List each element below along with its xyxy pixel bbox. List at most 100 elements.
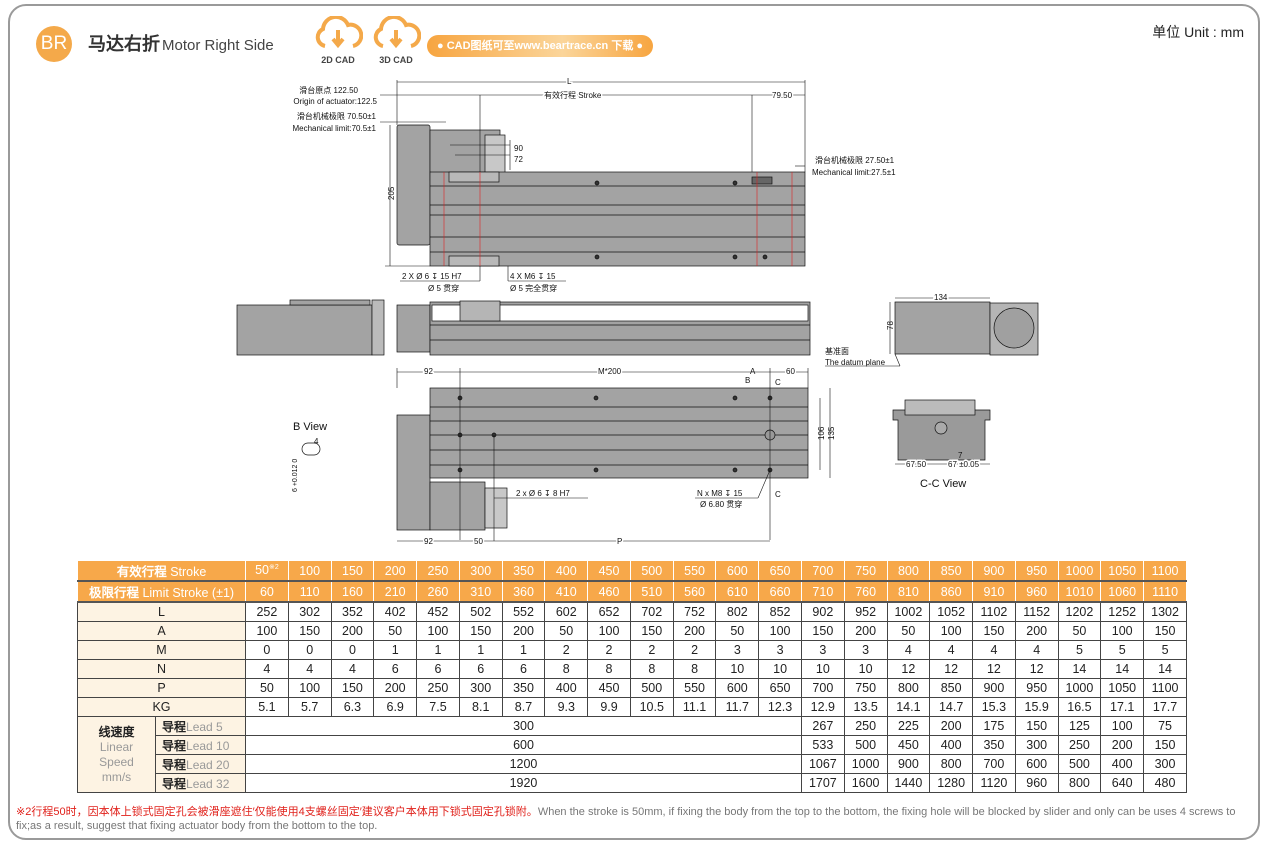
cad-3d-download[interactable]: 3D CAD	[368, 16, 424, 68]
table-cell: 2	[587, 640, 631, 660]
stroke-value: 500	[641, 563, 663, 578]
table-cell: 16.5	[1057, 697, 1102, 717]
mech-right-en: Mechanical limit:27.5±1	[812, 168, 896, 177]
limit-label: 极限行程 Limit Stroke (±1)	[76, 580, 247, 603]
stroke-value: 900	[983, 563, 1005, 578]
speed-cell: 1280	[929, 773, 974, 793]
stroke-value: 750	[855, 563, 877, 578]
stroke-value: 200	[384, 563, 406, 578]
speed-cell: 100	[1100, 716, 1145, 736]
table-cell: 1152	[1014, 601, 1059, 622]
table-cell: 14	[1100, 659, 1145, 679]
dim-79-50: 79.50	[772, 91, 793, 100]
table-cell: 602	[544, 601, 589, 622]
stroke-cell: 1100	[1143, 560, 1187, 582]
dim-P: P	[617, 537, 622, 546]
dim-b4: 4	[314, 437, 319, 446]
table-cell: 13.5	[843, 697, 888, 717]
hole-spec-2b: Ø 5 完全贯穿	[510, 283, 557, 293]
cad-download-link[interactable]: ● CAD图纸可至www.beartrace.cn 下载 ●	[427, 35, 654, 57]
stroke-cell: 250	[416, 560, 460, 582]
stroke-cell: 550	[672, 560, 717, 582]
dim-60: 60	[786, 367, 795, 376]
page-frame	[8, 4, 1260, 840]
dim-stroke: 有效行程 Stroke	[544, 90, 602, 100]
table-cell: 9.3	[544, 697, 589, 717]
limit-value: 810	[897, 584, 919, 599]
table-cell: 250	[416, 678, 460, 698]
limit-value: 310	[470, 584, 492, 599]
cad-2d-label: 2D CAD	[321, 55, 355, 65]
row-label: KG	[76, 697, 247, 717]
speed-cell: 800	[1057, 773, 1102, 793]
limit-value: 760	[855, 584, 877, 599]
speed-label-en: Linear Speed mm/s	[99, 739, 134, 784]
dim-B: B	[745, 376, 750, 385]
speed-cell: 150	[1014, 716, 1059, 736]
table-cell: 652	[587, 601, 631, 622]
stroke-value: 450	[598, 563, 620, 578]
stroke-cell: 1050	[1100, 560, 1145, 582]
table-cell: 1102	[972, 601, 1016, 622]
table-cell: 3	[758, 640, 802, 660]
cad-3d-label: 3D CAD	[379, 55, 413, 65]
speed-cell: 400	[1100, 754, 1145, 774]
stroke-value: 550	[684, 563, 705, 578]
dim-L: L	[567, 77, 572, 86]
row-label: N	[76, 659, 247, 679]
table-cell: 1302	[1143, 601, 1187, 622]
table-cell: 100	[758, 621, 802, 641]
table-cell: 17.7	[1143, 697, 1187, 717]
limit-cell: 560	[672, 580, 717, 603]
table-cell: 50	[544, 621, 589, 641]
speed-cell: 250	[843, 716, 888, 736]
table-cell: 15.3	[972, 697, 1016, 717]
stroke-note-mark: ※2	[268, 564, 279, 572]
lead-en: Lead 5	[186, 719, 223, 734]
b-view-label: B View	[293, 421, 327, 433]
limit-cell: 660	[758, 580, 802, 603]
stroke-value: 250	[427, 563, 449, 578]
speed-cell: 1120	[972, 773, 1016, 793]
cloud-download-icon	[373, 16, 421, 49]
table-cell: 252	[245, 601, 289, 622]
table-cell: 50	[373, 621, 418, 641]
table-cell: 3	[715, 640, 760, 660]
table-cell: 352	[330, 601, 375, 622]
table-cell: 1202	[1057, 601, 1102, 622]
table-cell: 50	[715, 621, 760, 641]
table-cell: 502	[458, 601, 503, 622]
speed-cell: 267	[800, 716, 845, 736]
lead-cn: 导程	[162, 738, 187, 753]
table-cell: 8	[587, 659, 631, 679]
limit-cell: 710	[800, 580, 845, 603]
hole-spec-1a: 2 X Ø 6 ↧ 15 H7	[402, 272, 462, 281]
dim-C-top: C	[775, 378, 781, 387]
cad-2d-download[interactable]: 2D CAD	[310, 16, 366, 68]
stroke-cell: 1000	[1057, 560, 1102, 582]
stroke-value: 300	[470, 563, 492, 578]
stroke-value: 700	[812, 563, 834, 578]
speed-cell: 225	[886, 716, 931, 736]
row-label: A	[76, 621, 247, 641]
speed-cell: 640	[1100, 773, 1145, 793]
limit-cell: 160	[330, 580, 375, 603]
stroke-value: 350	[513, 563, 534, 578]
table-cell: 8.1	[458, 697, 503, 717]
limit-label-cn: 极限行程	[88, 586, 139, 600]
table-cell: 3	[843, 640, 888, 660]
speed-shared-value: 1920	[245, 773, 802, 793]
hole-spec-3: 2 x Ø 6 ↧ 8 H7	[516, 489, 570, 498]
table-cell: 8	[544, 659, 589, 679]
limit-value: 860	[940, 584, 962, 599]
footnote-en: When the stroke is 50mm, if fixing the b…	[16, 806, 1236, 832]
table-cell: 100	[929, 621, 974, 641]
table-cell: 5	[1057, 640, 1102, 660]
table-cell: 150	[972, 621, 1016, 641]
table-cell: 200	[672, 621, 717, 641]
origin-cn: 滑台原点 122.50	[299, 85, 358, 95]
table-cell: 2	[629, 640, 674, 660]
speed-cell: 125	[1057, 716, 1102, 736]
lead-label: 导程Lead 20	[154, 754, 247, 774]
